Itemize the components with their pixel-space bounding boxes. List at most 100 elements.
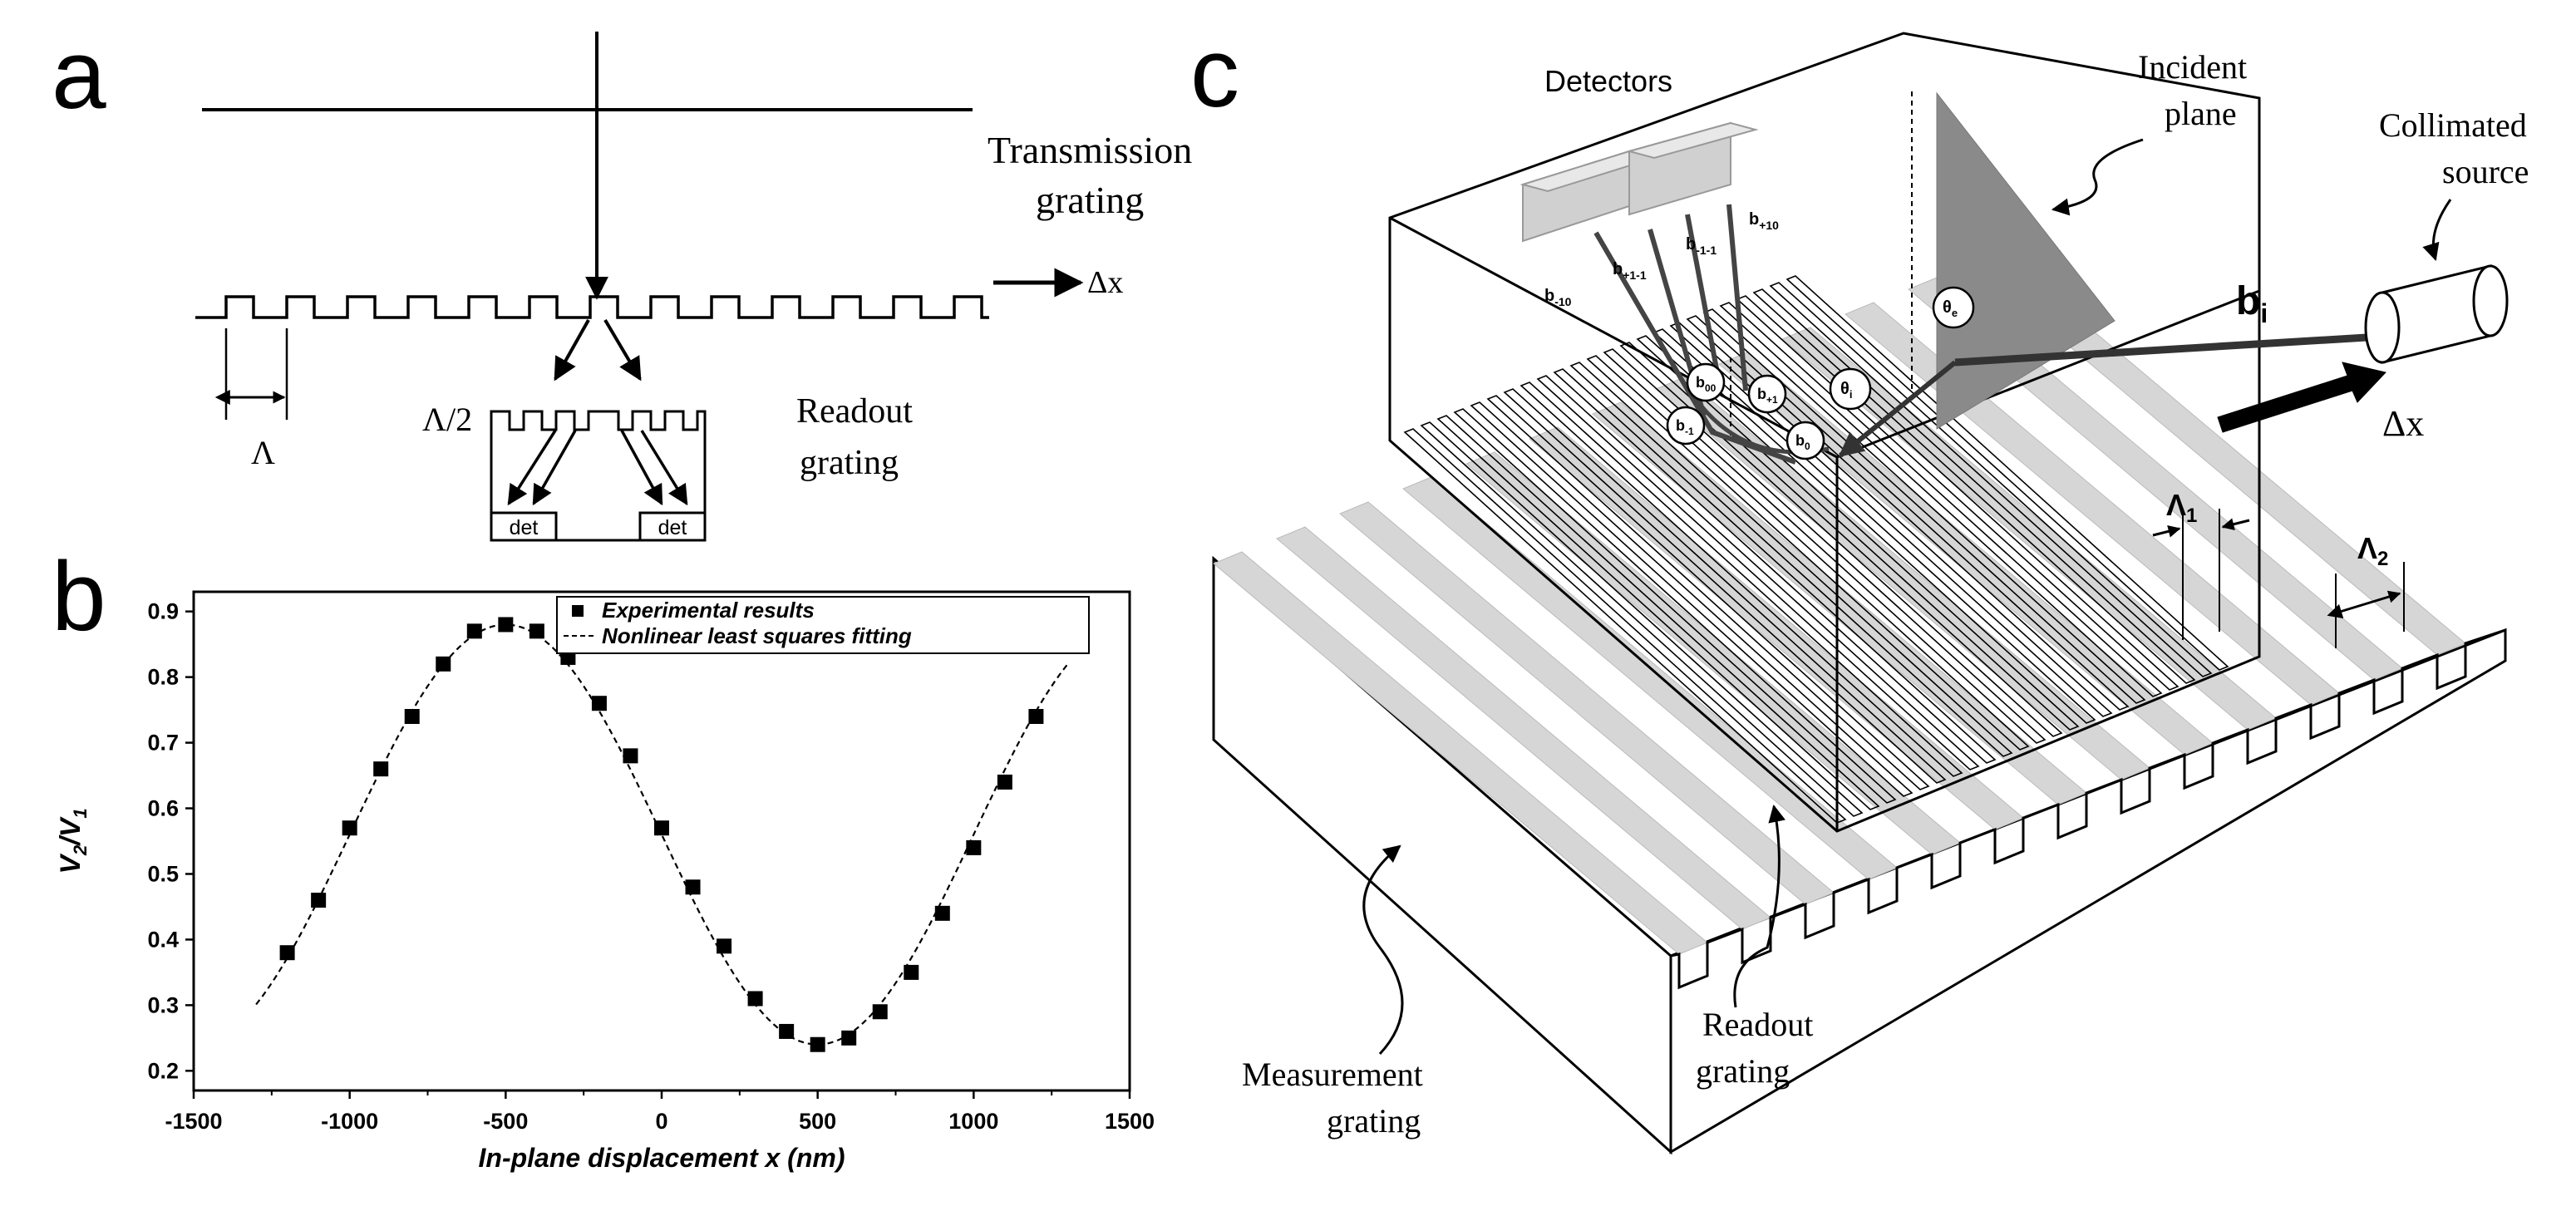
lambda1-arrow-left — [2152, 524, 2181, 538]
y-tick-label: 0.4 — [147, 927, 179, 952]
beam-label-b-10: b-10 — [1544, 287, 1572, 308]
readout-ridge — [1736, 295, 2180, 691]
data-point — [623, 748, 638, 764]
x-tick-label: -500 — [483, 1109, 528, 1134]
readout-ridge — [1503, 388, 1947, 784]
collimated-source-label-1: Collimated — [2379, 106, 2527, 144]
chart-frame — [192, 590, 1131, 1092]
readout-ridge — [1702, 308, 2146, 704]
data-point — [279, 945, 295, 961]
readout-grating — [1388, 32, 2261, 833]
panel-a-dx-label: Δx — [1087, 265, 1123, 300]
readout-ridge — [1719, 302, 2163, 697]
panel-b-letter: b — [52, 542, 106, 652]
legend-marker-experimental — [572, 605, 584, 617]
order-circle-b-1: b-1 — [1666, 406, 1706, 446]
data-point — [904, 964, 919, 980]
x-tick-label: 1500 — [1105, 1109, 1155, 1134]
period-label: Λ — [251, 434, 275, 471]
measurement-grating-callout — [1362, 844, 1404, 1056]
y-tick-label: 0.8 — [147, 665, 179, 690]
detector-right-label: det — [658, 516, 687, 539]
panel-c: c Detectors — [1190, 18, 2529, 1155]
readout-grating-label-1: Readout — [1702, 1006, 1813, 1043]
svg-text:b00: b00 — [1696, 374, 1717, 394]
readout-ridge — [1752, 288, 2196, 684]
readout-ridge — [1536, 375, 1980, 770]
data-point — [872, 1004, 888, 1020]
theta-e-circle: θe — [1932, 286, 1975, 329]
readout-ridge — [1436, 415, 1880, 810]
order-circle-b0: b0 — [1785, 421, 1825, 460]
readout-ridge — [1619, 342, 2063, 737]
chart-fit-line-group — [255, 623, 1068, 1046]
y-tick-label: 0.9 — [147, 599, 179, 624]
lambda2-label: Λ2 — [2357, 531, 2388, 570]
panel-c-dx-label: Δx — [2382, 403, 2424, 444]
readout-ridge — [1686, 315, 2130, 711]
x-tick-label: -1500 — [165, 1109, 222, 1134]
measurement-grating-profile — [195, 295, 989, 319]
panel-c-displacement-arrow — [2217, 362, 2386, 433]
data-point — [1028, 709, 1044, 724]
svg-text:V2/V1: V2/V1 — [55, 808, 91, 874]
readout-ridge — [1519, 382, 1963, 777]
data-point — [529, 623, 544, 639]
beam-label-b-1-1: b-1-1 — [1686, 235, 1717, 257]
x-tick-label: 500 — [799, 1109, 836, 1134]
readout-ridge — [1420, 421, 1864, 817]
collimated-source-label-2: source — [2442, 153, 2529, 190]
y-label-sub2: 1 — [70, 808, 91, 818]
data-point — [841, 1030, 857, 1046]
readout-arrow-2 — [532, 430, 577, 506]
detector-left — [490, 511, 558, 542]
detector-left-label: det — [510, 516, 539, 539]
data-point — [436, 656, 451, 672]
diffracted-arrow-left — [554, 319, 590, 382]
chart-points — [279, 617, 1044, 1052]
beams — [1593, 204, 2395, 465]
data-point — [654, 820, 669, 836]
measurement-grating-label-1: Measurement — [1242, 1056, 1423, 1093]
y-tick-label: 0.3 — [147, 992, 179, 1017]
readout-arrow-4 — [640, 430, 688, 506]
y-label-slash: /V — [55, 815, 86, 846]
readout-box-edge-1 — [1389, 216, 1838, 459]
readout-ridge — [1470, 401, 1914, 797]
x-tick-label: 0 — [655, 1109, 667, 1134]
readout-grating-ridges — [1403, 275, 2229, 824]
incident-plane-callout — [2051, 138, 2144, 216]
transmission-label-2: grating — [1036, 179, 1144, 221]
lambda1-arrow-right — [2221, 518, 2250, 531]
lambda1-label: Λ1 — [2166, 488, 2197, 527]
theta-i-circle: θi — [1829, 367, 1872, 411]
x-tick-label: -1000 — [321, 1109, 378, 1134]
diffracted-arrow-right — [603, 318, 642, 382]
y-label-main: V — [55, 853, 86, 874]
readout-ridge — [1453, 408, 1897, 804]
detector-right — [638, 511, 707, 542]
order-circle-b+1: b+1 — [1747, 374, 1787, 414]
data-point — [717, 938, 732, 954]
data-point — [934, 905, 950, 921]
readout-arrow-1 — [507, 430, 557, 506]
data-point — [779, 1023, 795, 1039]
svg-text:b-1: b-1 — [1676, 417, 1694, 437]
readout-grating-callout — [1733, 804, 1785, 1008]
data-point — [466, 623, 482, 639]
readout-grating-block — [490, 410, 707, 542]
readout-ridge — [1553, 368, 1997, 764]
data-point — [997, 774, 1012, 790]
y-tick-label: 0.6 — [147, 796, 179, 821]
detector-2-top — [1626, 121, 1759, 160]
readout-ridge — [1486, 395, 1930, 790]
x-axis-label: In-plane displacement x (nm) — [479, 1143, 845, 1173]
chart-legend: Experimental results Nonlinear least squ… — [556, 596, 1090, 654]
readout-grating-label-2: grating — [1696, 1052, 1790, 1090]
data-point — [498, 617, 514, 633]
panel-a-letter: a — [52, 20, 106, 130]
readout-label-1: Readout — [796, 392, 913, 431]
measurement-grating-teeth — [1670, 628, 2506, 990]
beam-label-b+10: b+10 — [1749, 210, 1779, 232]
